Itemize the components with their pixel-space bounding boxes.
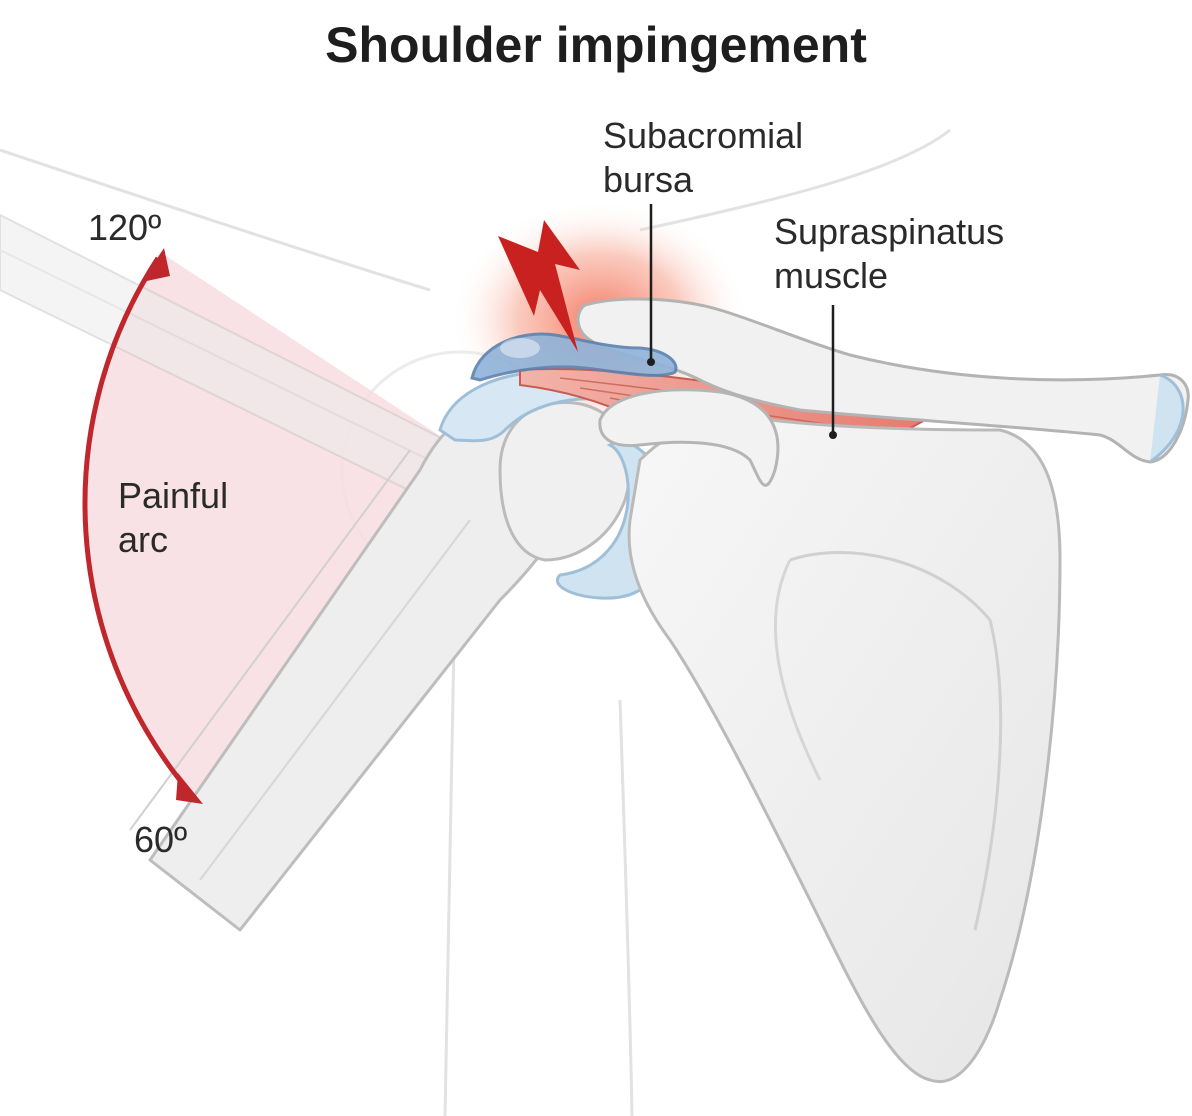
page-title: Shoulder impingement bbox=[325, 17, 867, 73]
label-line: Subacromial bbox=[603, 115, 804, 156]
double-headed-arc-arrow-icon bbox=[82, 248, 203, 804]
acromion-clavicle bbox=[576, 297, 1190, 464]
label-angle-120: 120º bbox=[88, 207, 162, 248]
painful-arc-wedge bbox=[83, 252, 531, 800]
humerus bbox=[129, 393, 582, 932]
label-line: muscle bbox=[774, 255, 889, 296]
label-line: Supraspinatus bbox=[774, 211, 1005, 252]
label-line: arc bbox=[118, 519, 169, 560]
label-supraspinatus-muscle: Supraspinatus muscle bbox=[774, 210, 1004, 298]
label-painful-arc: Painful arc bbox=[118, 474, 228, 562]
subacromial-bursa bbox=[470, 332, 678, 382]
label-angle-60: 60º bbox=[134, 819, 188, 860]
lightning-bolt-icon bbox=[498, 220, 580, 352]
label-subacromial-bursa: Subacromial bursa bbox=[603, 114, 803, 202]
label-line: Painful bbox=[118, 475, 229, 516]
coracoid bbox=[598, 388, 780, 487]
scapula bbox=[627, 416, 1062, 1083]
label-line: bursa bbox=[603, 159, 694, 200]
